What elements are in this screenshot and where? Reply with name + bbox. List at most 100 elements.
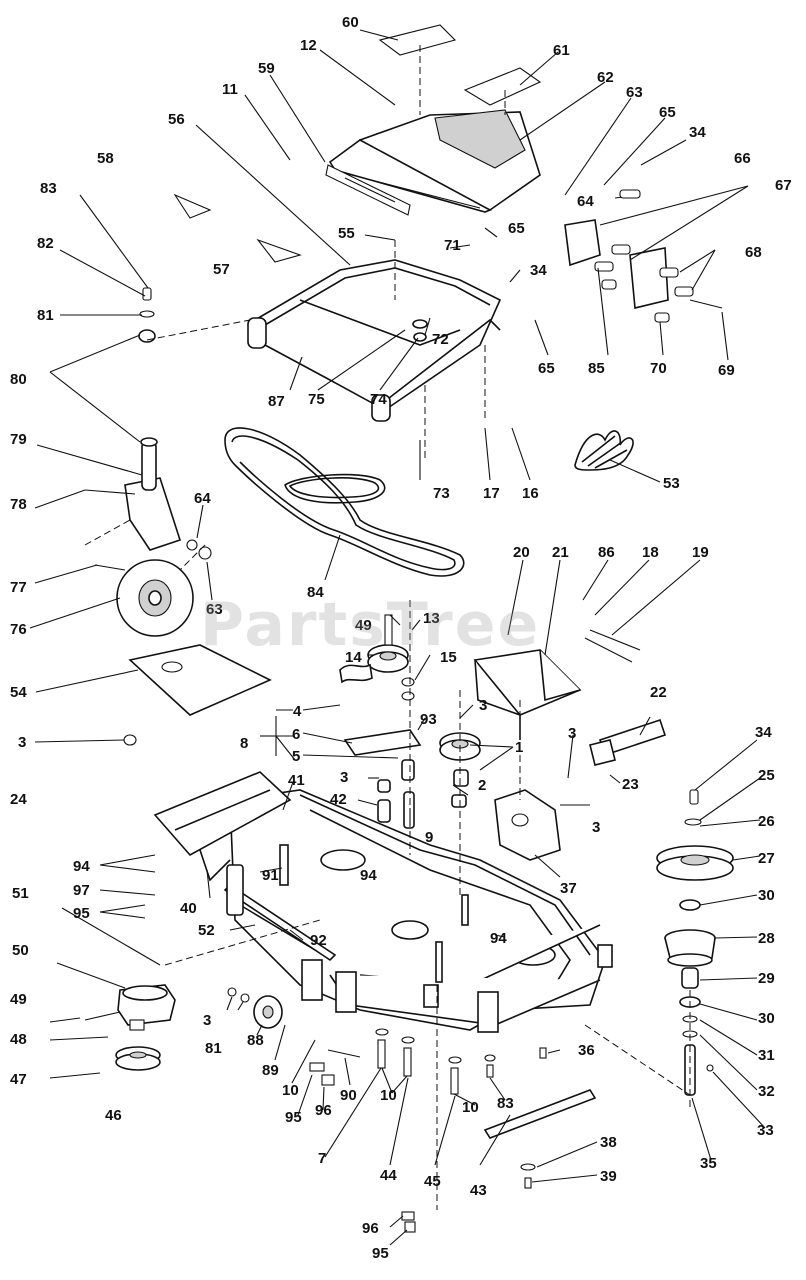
callout-14: 14 — [345, 649, 362, 666]
callout-94: 94 — [360, 867, 377, 884]
decal-60 — [378, 24, 457, 56]
callout-18: 18 — [642, 544, 659, 561]
callout-85: 85 — [588, 360, 605, 377]
callout-12: 12 — [300, 37, 317, 54]
callout-5: 5 — [292, 748, 300, 765]
anti-scalp-hardware — [309, 1049, 416, 1233]
callout-3: 3 — [203, 1012, 211, 1029]
callout-32: 32 — [758, 1083, 775, 1100]
callout-16: 16 — [522, 485, 539, 502]
callout-80: 80 — [10, 371, 27, 388]
callout-64: 64 — [194, 490, 211, 507]
callout-17: 17 — [483, 485, 500, 502]
callout-3: 3 — [568, 725, 576, 742]
callout-22: 22 — [650, 684, 667, 701]
decal-57 — [256, 238, 302, 263]
callout-3: 3 — [592, 819, 600, 836]
callout-35: 35 — [700, 1155, 717, 1172]
callout-4: 4 — [293, 703, 302, 720]
extension-spring — [574, 430, 634, 471]
callout-26: 26 — [758, 813, 775, 830]
callout-21: 21 — [552, 544, 569, 561]
callout-94: 94 — [73, 858, 90, 875]
discharge-chute — [153, 771, 292, 882]
callout-30: 30 — [758, 1010, 775, 1027]
callout-34: 34 — [530, 262, 547, 279]
callout-75: 75 — [308, 391, 325, 408]
callout-58: 58 — [97, 150, 114, 167]
callout-65: 65 — [659, 104, 676, 121]
callout-44: 44 — [380, 1167, 397, 1184]
callout-61: 61 — [553, 42, 570, 59]
callout-3: 3 — [18, 734, 26, 751]
callout-10: 10 — [462, 1099, 479, 1116]
callout-71: 71 — [444, 237, 461, 254]
callout-50: 50 — [12, 942, 29, 959]
callout-36: 36 — [578, 1042, 595, 1059]
callout-2: 2 — [478, 777, 486, 794]
callout-74: 74 — [370, 391, 387, 408]
callout-labels: 60 12 61 59 62 11 63 65 56 34 58 66 83 6… — [10, 14, 792, 1262]
callout-27: 27 — [758, 850, 775, 867]
callout-63: 63 — [626, 84, 643, 101]
callout-13: 13 — [423, 610, 440, 627]
callout-11: 11 — [222, 81, 238, 98]
anti-scalp-rod — [223, 844, 337, 962]
callout-78: 78 — [10, 496, 27, 513]
callout-9: 9 — [425, 829, 433, 846]
cutting-blade — [483, 1089, 597, 1189]
callout-63: 63 — [206, 601, 223, 618]
callout-54: 54 — [10, 684, 27, 701]
callout-3: 3 — [479, 697, 487, 714]
callout-38: 38 — [600, 1134, 617, 1151]
callout-81: 81 — [37, 307, 54, 324]
callout-37: 37 — [560, 880, 577, 897]
callout-94: 94 — [490, 930, 507, 947]
callout-70: 70 — [650, 360, 667, 377]
callout-20: 20 — [513, 544, 530, 561]
callout-83: 83 — [40, 180, 57, 197]
callout-41: 41 — [288, 772, 305, 789]
decal-61 — [463, 67, 542, 106]
lift-brackets — [564, 189, 723, 323]
callout-28: 28 — [758, 930, 775, 947]
callout-96: 96 — [362, 1220, 379, 1237]
leader-lines — [29, 29, 766, 1246]
shield-bracket — [473, 629, 641, 740]
drive-belt — [224, 427, 465, 577]
gauge-wheel-bracket — [84, 437, 212, 560]
gauge-roller — [227, 987, 283, 1029]
callout-47: 47 — [10, 1071, 27, 1088]
callout-49: 49 — [355, 617, 372, 634]
callout-68: 68 — [745, 244, 762, 261]
callout-33: 33 — [757, 1122, 774, 1139]
callout-79: 79 — [10, 431, 27, 448]
callout-95: 95 — [285, 1109, 302, 1126]
callout-90: 90 — [340, 1087, 357, 1104]
callout-84: 84 — [307, 584, 324, 601]
mower-deck-housing — [229, 789, 613, 1033]
callout-66: 66 — [734, 150, 751, 167]
callout-34: 34 — [689, 124, 706, 141]
callout-97: 97 — [73, 882, 90, 899]
callout-96: 96 — [315, 1102, 332, 1119]
callout-81: 81 — [205, 1040, 222, 1057]
callout-93: 93 — [420, 711, 437, 728]
drive-bracket — [494, 789, 561, 861]
callout-24: 24 — [10, 791, 27, 808]
callout-6: 6 — [292, 726, 300, 743]
callout-15: 15 — [440, 649, 457, 666]
callout-56: 56 — [168, 111, 185, 128]
callout-40: 40 — [180, 900, 197, 917]
callout-25: 25 — [758, 767, 775, 784]
callout-52: 52 — [198, 922, 215, 939]
callout-31: 31 — [758, 1047, 775, 1064]
callout-29: 29 — [758, 970, 775, 987]
callout-92: 92 — [310, 932, 327, 949]
callout-77: 77 — [10, 579, 27, 596]
callout-67: 67 — [775, 177, 792, 194]
assembly-centerlines — [84, 240, 691, 1210]
callout-42: 42 — [330, 791, 347, 808]
decal-58 — [173, 193, 212, 219]
